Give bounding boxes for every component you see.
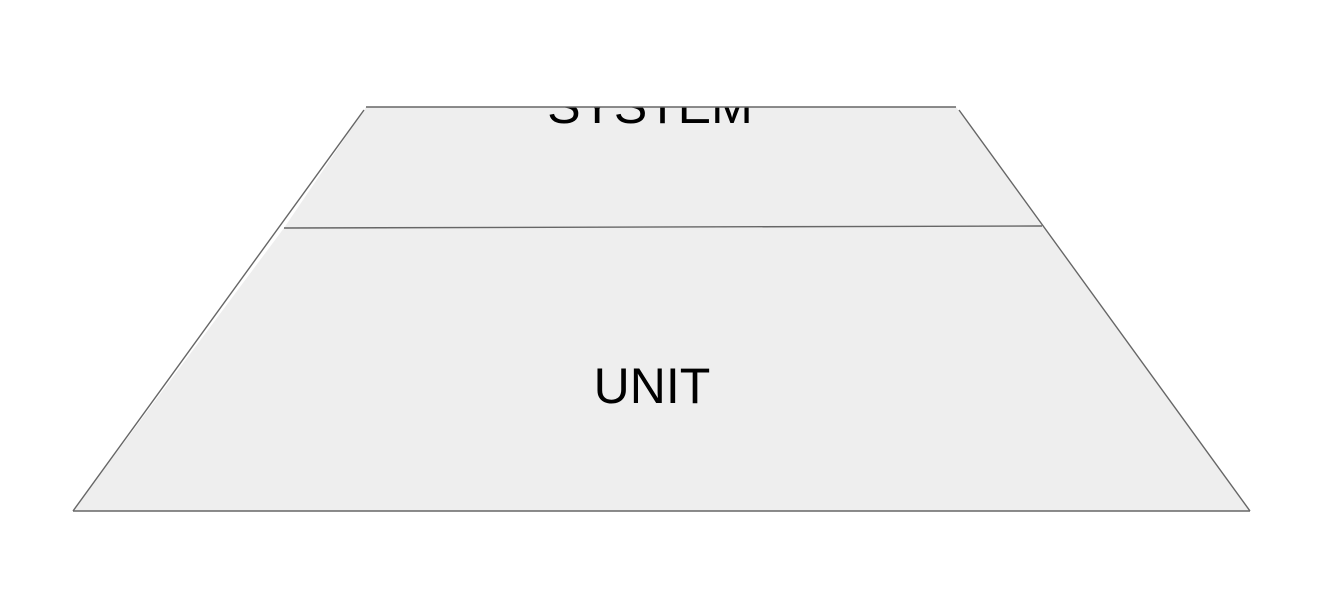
tier-divider xyxy=(283,225,1043,229)
left-edge xyxy=(72,109,365,512)
unit-tier-label: UNIT xyxy=(594,358,711,414)
unit-tier xyxy=(73,226,1250,511)
system-tier-label: SYSTEM xyxy=(547,78,753,134)
system-tier xyxy=(284,107,1042,228)
right-edge xyxy=(958,109,1251,512)
